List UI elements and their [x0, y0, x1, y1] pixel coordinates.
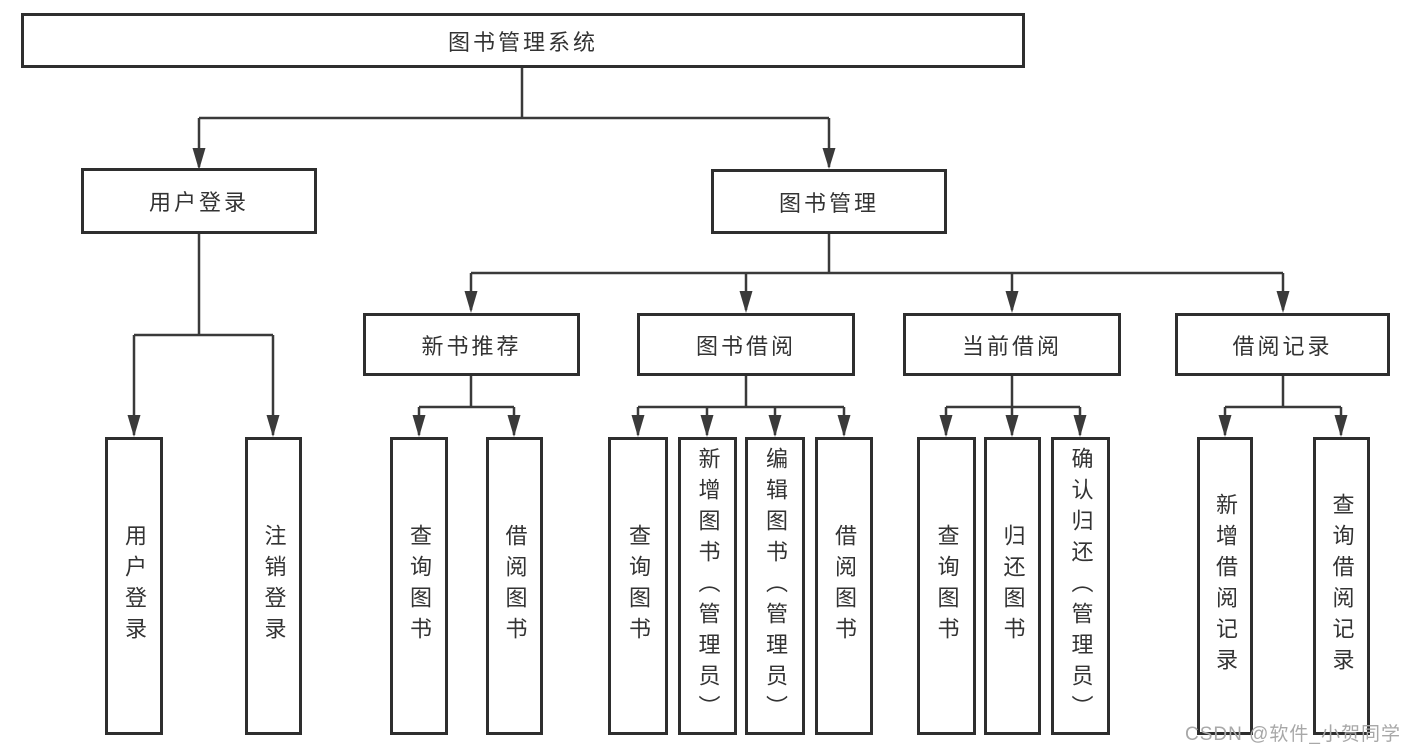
- node-current-borrow: 当前借阅: [903, 313, 1121, 376]
- arrow-down-icon: [1005, 291, 1019, 313]
- leaf-edit-book-admin: 编辑图书（管理员）: [745, 437, 805, 735]
- connector-bookmgmt-group: [469, 234, 1285, 310]
- arrow-down-icon: [266, 415, 280, 437]
- arrow-down-icon: [739, 291, 753, 313]
- leaf-add-book-admin: 新增图书（管理员）: [678, 437, 737, 735]
- arrow-down-icon: [939, 415, 953, 437]
- arrow-down-icon: [1218, 415, 1232, 437]
- node-borrow-record: 借阅记录: [1175, 313, 1390, 376]
- leaf-query-book-current: 查询图书: [917, 437, 976, 735]
- arrow-down-icon: [464, 291, 478, 313]
- arrow-down-icon: [192, 148, 206, 170]
- arrow-down-icon: [700, 415, 714, 437]
- arrow-down-icon: [822, 148, 836, 169]
- arrow-down-icon: [127, 415, 141, 437]
- node-book-borrow: 图书借阅: [637, 313, 855, 376]
- connector-newbook-group: [417, 376, 516, 435]
- leaf-return-book: 归还图书: [984, 437, 1041, 735]
- node-user-login: 用户登录: [81, 168, 317, 234]
- connector-userlogin-group: [132, 234, 275, 435]
- arrow-down-icon: [1005, 415, 1019, 437]
- leaf-borrow-book-recommend: 借阅图书: [486, 437, 543, 735]
- arrow-down-icon: [837, 415, 851, 437]
- connector-record-group: [1223, 376, 1343, 435]
- csdn-watermark: CSDN @软件_小贺同学: [1185, 724, 1401, 745]
- leaf-query-book-recommend: 查询图书: [390, 437, 448, 735]
- arrowheads: [127, 148, 1348, 437]
- connector-root-stem: [197, 68, 831, 167]
- arrow-down-icon: [412, 415, 426, 437]
- leaf-borrow-book: 借阅图书: [815, 437, 873, 735]
- arrow-down-icon: [631, 415, 645, 437]
- arrow-down-icon: [507, 415, 521, 437]
- arrow-down-icon: [1334, 415, 1348, 437]
- arrow-down-icon: [768, 415, 782, 437]
- arrow-down-icon: [1073, 415, 1087, 437]
- node-book-management: 图书管理: [711, 169, 947, 234]
- node-new-book-recommend: 新书推荐: [363, 313, 580, 376]
- leaf-add-borrow-record: 新增借阅记录: [1197, 437, 1253, 735]
- arrow-down-icon: [1276, 291, 1290, 313]
- leaf-query-book-borrow: 查询图书: [608, 437, 668, 735]
- leaf-logout: 注销登录: [245, 437, 302, 735]
- leaf-confirm-return-admin: 确认归还（管理员）: [1051, 437, 1110, 735]
- leaf-query-borrow-record: 查询借阅记录: [1313, 437, 1370, 735]
- node-root: 图书管理系统: [21, 13, 1025, 68]
- connector-borrow-group: [636, 376, 846, 435]
- leaf-user-login: 用户登录: [105, 437, 163, 735]
